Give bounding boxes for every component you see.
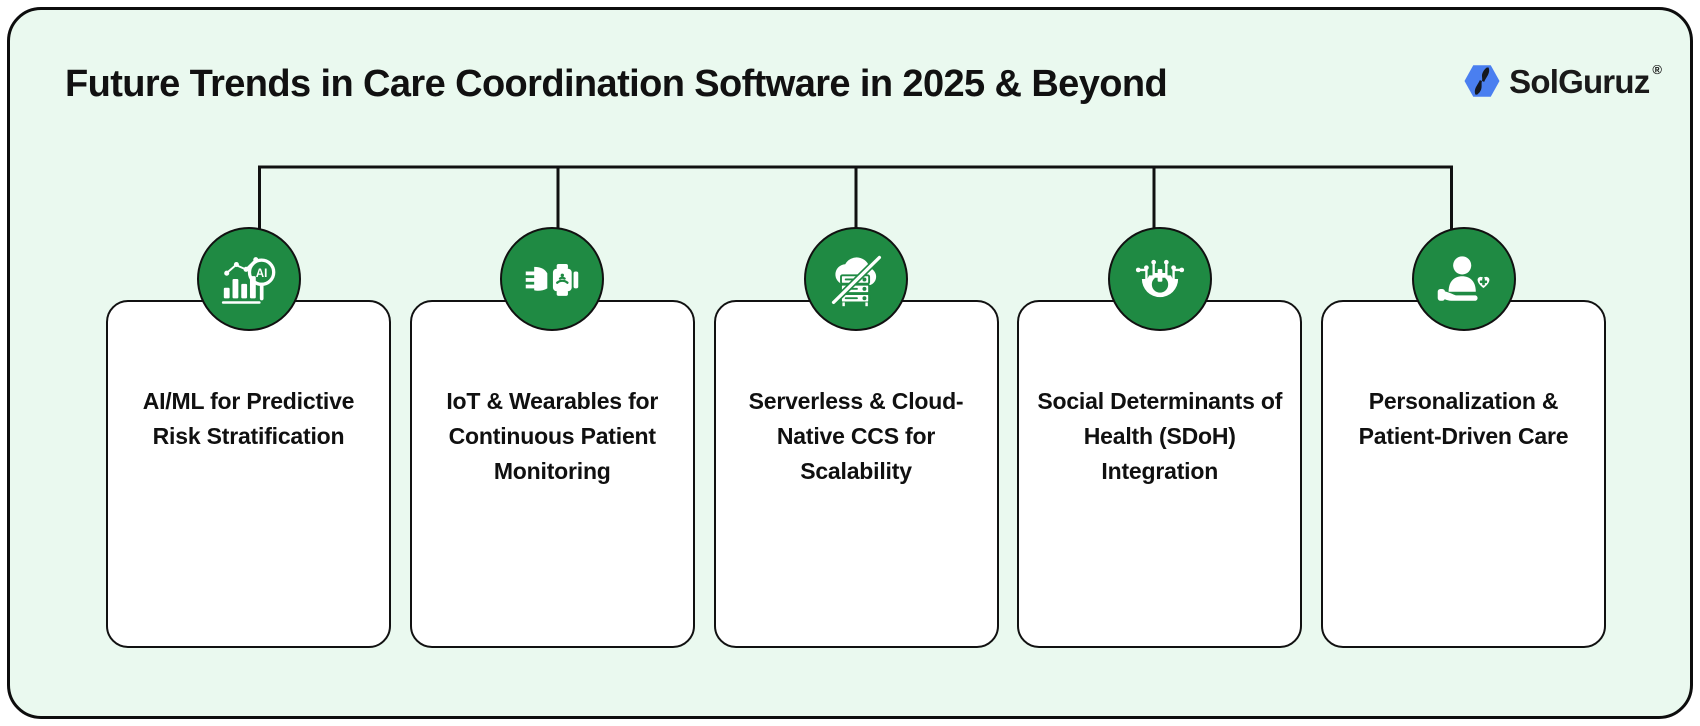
trend-icon-slot — [1321, 227, 1606, 337]
serverless-cloud-icon — [830, 254, 883, 307]
trend-card-title: Personalization & Patient-Driven Care — [1358, 388, 1569, 449]
trend-card[interactable]: IoT & Wearables for Continuous Patient M… — [409, 300, 695, 648]
svg-text:AI: AI — [255, 267, 267, 280]
brand-name: SolGuruz — [1509, 62, 1650, 100]
infographic-panel: Future Trends in Care Coordination Softw… — [7, 7, 1693, 719]
gear-medical-network-icon — [1135, 259, 1184, 298]
brand-logo: SolGuruz ® — [1461, 60, 1662, 102]
trend-card-title: Social Determinants of Health (SDoH) Int… — [1037, 388, 1283, 484]
trend-card-title: AI/ML for Predictive Risk Stratification — [142, 388, 355, 449]
smartwatch-wearable-icon — [526, 264, 579, 296]
trend-card[interactable]: AI/ML for Predictive Risk Stratification — [106, 300, 391, 648]
trend-card[interactable]: Serverless & Cloud-Native CCS for Scalab… — [713, 300, 999, 648]
trend-icon-slot — [714, 227, 999, 337]
trend-card[interactable]: Social Determinants of Health (SDoH) Int… — [1017, 300, 1303, 648]
trend-card-title: IoT & Wearables for Continuous Patient M… — [446, 388, 659, 484]
trend-icon-slot: AI — [106, 227, 391, 337]
page-title: Future Trends in Care Coordination Softw… — [65, 63, 1168, 105]
trend-icon-bubble[interactable]: AI — [196, 227, 301, 331]
trend-card[interactable]: Personalization & Patient-Driven Care — [1321, 300, 1606, 648]
trend-icon-bubble[interactable] — [804, 227, 908, 331]
trend-icon-bubble[interactable] — [1107, 227, 1212, 331]
trend-card-title: Serverless & Cloud-Native CCS for Scalab… — [748, 388, 964, 484]
patient-care-hand-icon — [1437, 256, 1489, 301]
solguruz-mark-icon — [1464, 65, 1500, 97]
ai-analytics-icon: AI — [221, 257, 275, 304]
trend-card-list: AI/ML for Predictive Risk Stratification… — [106, 300, 1606, 670]
trend-icon-bubble[interactable] — [500, 227, 605, 331]
trend-icon-list: AI — [106, 227, 1606, 337]
registered-trademark-icon: ® — [1652, 62, 1662, 77]
trend-icon-bubble[interactable] — [1411, 227, 1516, 331]
header: Future Trends in Care Coordination Softw… — [10, 10, 1690, 140]
trend-icon-slot — [410, 227, 695, 337]
trend-icon-slot — [1017, 227, 1302, 337]
